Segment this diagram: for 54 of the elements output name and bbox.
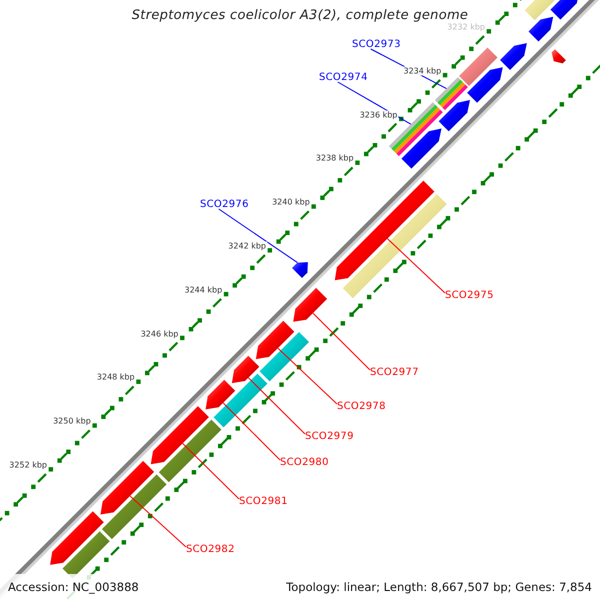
leader-line xyxy=(337,82,412,125)
gene-pointer-shape xyxy=(150,406,209,464)
leader-line xyxy=(218,208,298,264)
gene-label: SCO2979 xyxy=(305,431,354,442)
gene-pointer-shape xyxy=(50,511,104,565)
gene-pointer-shape xyxy=(552,49,566,64)
gene-pointer-shape xyxy=(401,128,442,169)
gene-label: SCO2973 xyxy=(352,39,401,50)
leader-line xyxy=(130,495,186,548)
feature-bar xyxy=(342,194,447,298)
scale-label: 3234 kbp xyxy=(402,66,442,76)
scale-label: 3236 kbp xyxy=(358,110,398,120)
gene-pointer-shape xyxy=(550,0,580,20)
gene-pointer-shape xyxy=(293,288,328,322)
gene-pointer-shape xyxy=(256,320,294,360)
scale-label: 3244 kbp xyxy=(183,285,224,294)
gene-pointer-shape xyxy=(438,100,470,132)
gene-pointer-shape xyxy=(292,262,308,278)
feature-bar xyxy=(459,48,498,86)
scale-label: 3252 kbp xyxy=(8,460,48,470)
gene-label: SCO2982 xyxy=(186,544,235,555)
striped-feature-bar xyxy=(434,77,468,110)
feature-bar xyxy=(158,420,222,482)
scale-label: 3248 kbp xyxy=(96,372,136,382)
leader-line xyxy=(312,312,370,370)
leader-line xyxy=(248,377,306,434)
gene-label: SCO2980 xyxy=(280,457,329,468)
scale-label: 3232 kbp xyxy=(446,22,486,32)
leader-line xyxy=(386,238,446,294)
gene-label: SCO2981 xyxy=(239,496,288,507)
gene-pointer-shape xyxy=(232,356,260,384)
gene-pointer-shape xyxy=(100,460,154,514)
scale-label: 3238 kbp xyxy=(314,154,355,163)
gene-label: SCO2976 xyxy=(200,199,249,210)
gene-pointer-shape xyxy=(467,67,503,103)
feature-bar xyxy=(102,474,167,540)
scale-label: 3246 kbp xyxy=(140,329,180,338)
genome-info-text: Topology: linear; Length: 8,667,507 bp; Genes: 7,854 xyxy=(286,580,592,594)
gene-label: SCO2975 xyxy=(445,290,494,301)
gene-pointer-shape xyxy=(334,180,434,280)
gene-label: SCO2978 xyxy=(337,401,386,412)
leader-line xyxy=(222,402,280,460)
leader-line xyxy=(277,348,338,404)
gene-pointer-shape xyxy=(500,43,527,70)
accession-text: Accession: NC_003888 xyxy=(8,580,139,594)
leader-line xyxy=(182,442,240,500)
chart-title: Streptomyces coelicolor A3(2), complete genome xyxy=(130,8,470,23)
scale-label: 3240 kbp xyxy=(271,198,311,207)
scale-label: 3242 kbp xyxy=(227,242,267,250)
gene-label: SCO2977 xyxy=(370,367,419,378)
gene-label: SCO2974 xyxy=(319,72,368,83)
scale-label: 3250 kbp xyxy=(52,416,92,426)
gene-pointer-shape xyxy=(528,16,554,42)
gene-pointer-shape xyxy=(206,380,236,410)
